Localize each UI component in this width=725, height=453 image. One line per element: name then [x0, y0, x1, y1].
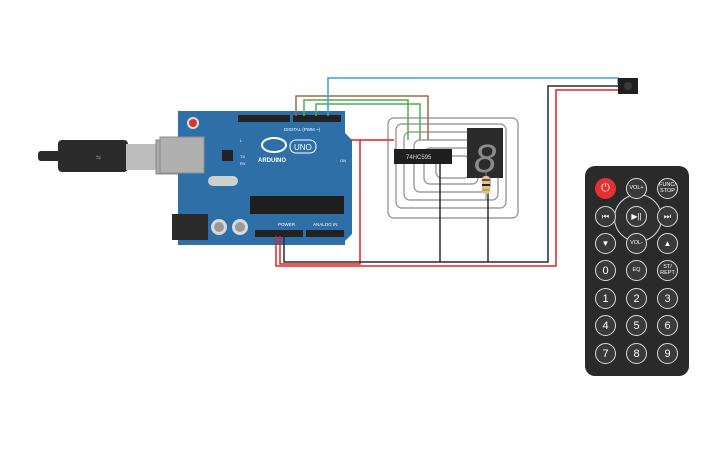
wire-brown	[295, 95, 429, 140]
seven-segment-digit: 8	[474, 137, 497, 181]
remote-st-rept-button[interactable]: ST/ REPT	[657, 260, 678, 281]
remote-9-button[interactable]: 9	[657, 343, 678, 364]
remote-3-button[interactable]: 3	[657, 288, 678, 309]
tx-label: TX	[240, 154, 245, 159]
wire-green	[303, 99, 409, 140]
shift-register-chip[interactable]: 74HC595	[394, 149, 452, 164]
remote-down-button[interactable]: ▼	[595, 233, 616, 254]
remote-power-button[interactable]: ⏻	[595, 178, 616, 199]
digital-label: DIGITAL (PWM ~)	[284, 127, 321, 132]
power-icon: ⏻	[601, 182, 610, 194]
rx-label: RX	[240, 161, 246, 166]
remote-up-button[interactable]: ▲	[657, 233, 678, 254]
power-label: POWER	[278, 222, 296, 227]
wire-black-ir	[283, 85, 618, 263]
remote-7-button[interactable]: 7	[595, 343, 616, 364]
play-pause-icon: ▶||	[631, 212, 642, 221]
remote-0-button[interactable]: 0	[595, 260, 616, 281]
remote-eq-button[interactable]: EQ	[626, 260, 647, 281]
arduino-logo-text: ARDUINO	[258, 158, 286, 164]
remote-vol-down-button[interactable]: VOL-	[626, 233, 647, 254]
remote-2-button[interactable]: 2	[626, 288, 647, 309]
remote-func-stop-button[interactable]: FUNC/ STOP	[657, 178, 678, 199]
wire-red-power	[279, 139, 361, 265]
arrow-down-icon: ▼	[601, 239, 610, 248]
remote-5-button[interactable]: 5	[626, 315, 647, 336]
remote-rewind-button[interactable]: ⏮	[595, 206, 616, 227]
remote-fast-forward-button[interactable]: ⏭	[657, 206, 678, 227]
shift-register-label: 74HC595	[406, 155, 432, 161]
remote-1-button[interactable]: 1	[595, 288, 616, 309]
wire-blue	[327, 77, 619, 116]
wire-red-ir	[275, 89, 618, 267]
arduino-model: UNO	[294, 143, 312, 152]
remote-6-button[interactable]: 6	[657, 315, 678, 336]
wire-green-2	[315, 103, 421, 140]
seven-segment-display[interactable]: 8	[467, 128, 503, 181]
analog-label: ANALOG IN	[313, 222, 338, 227]
rewind-icon: ⏮	[601, 211, 610, 221]
remote-play-pause-button[interactable]: ▶||	[626, 206, 647, 227]
remote-vol-up-button[interactable]: VOL+	[626, 178, 647, 199]
arrow-up-icon: ▲	[663, 239, 672, 248]
svg-text:⇆: ⇆	[96, 154, 101, 161]
on-label: ON	[340, 158, 346, 163]
l-label: L	[240, 138, 243, 143]
remote-8-button[interactable]: 8	[626, 343, 647, 364]
fast-forward-icon: ⏭	[663, 211, 672, 221]
resistor[interactable]	[482, 170, 490, 200]
remote-4-button[interactable]: 4	[595, 315, 616, 336]
ir-receiver[interactable]	[618, 78, 638, 94]
arduino-board[interactable]: ARDUINO UNO DIGITAL (PWM ~) POWER ANALOG…	[159, 111, 352, 245]
